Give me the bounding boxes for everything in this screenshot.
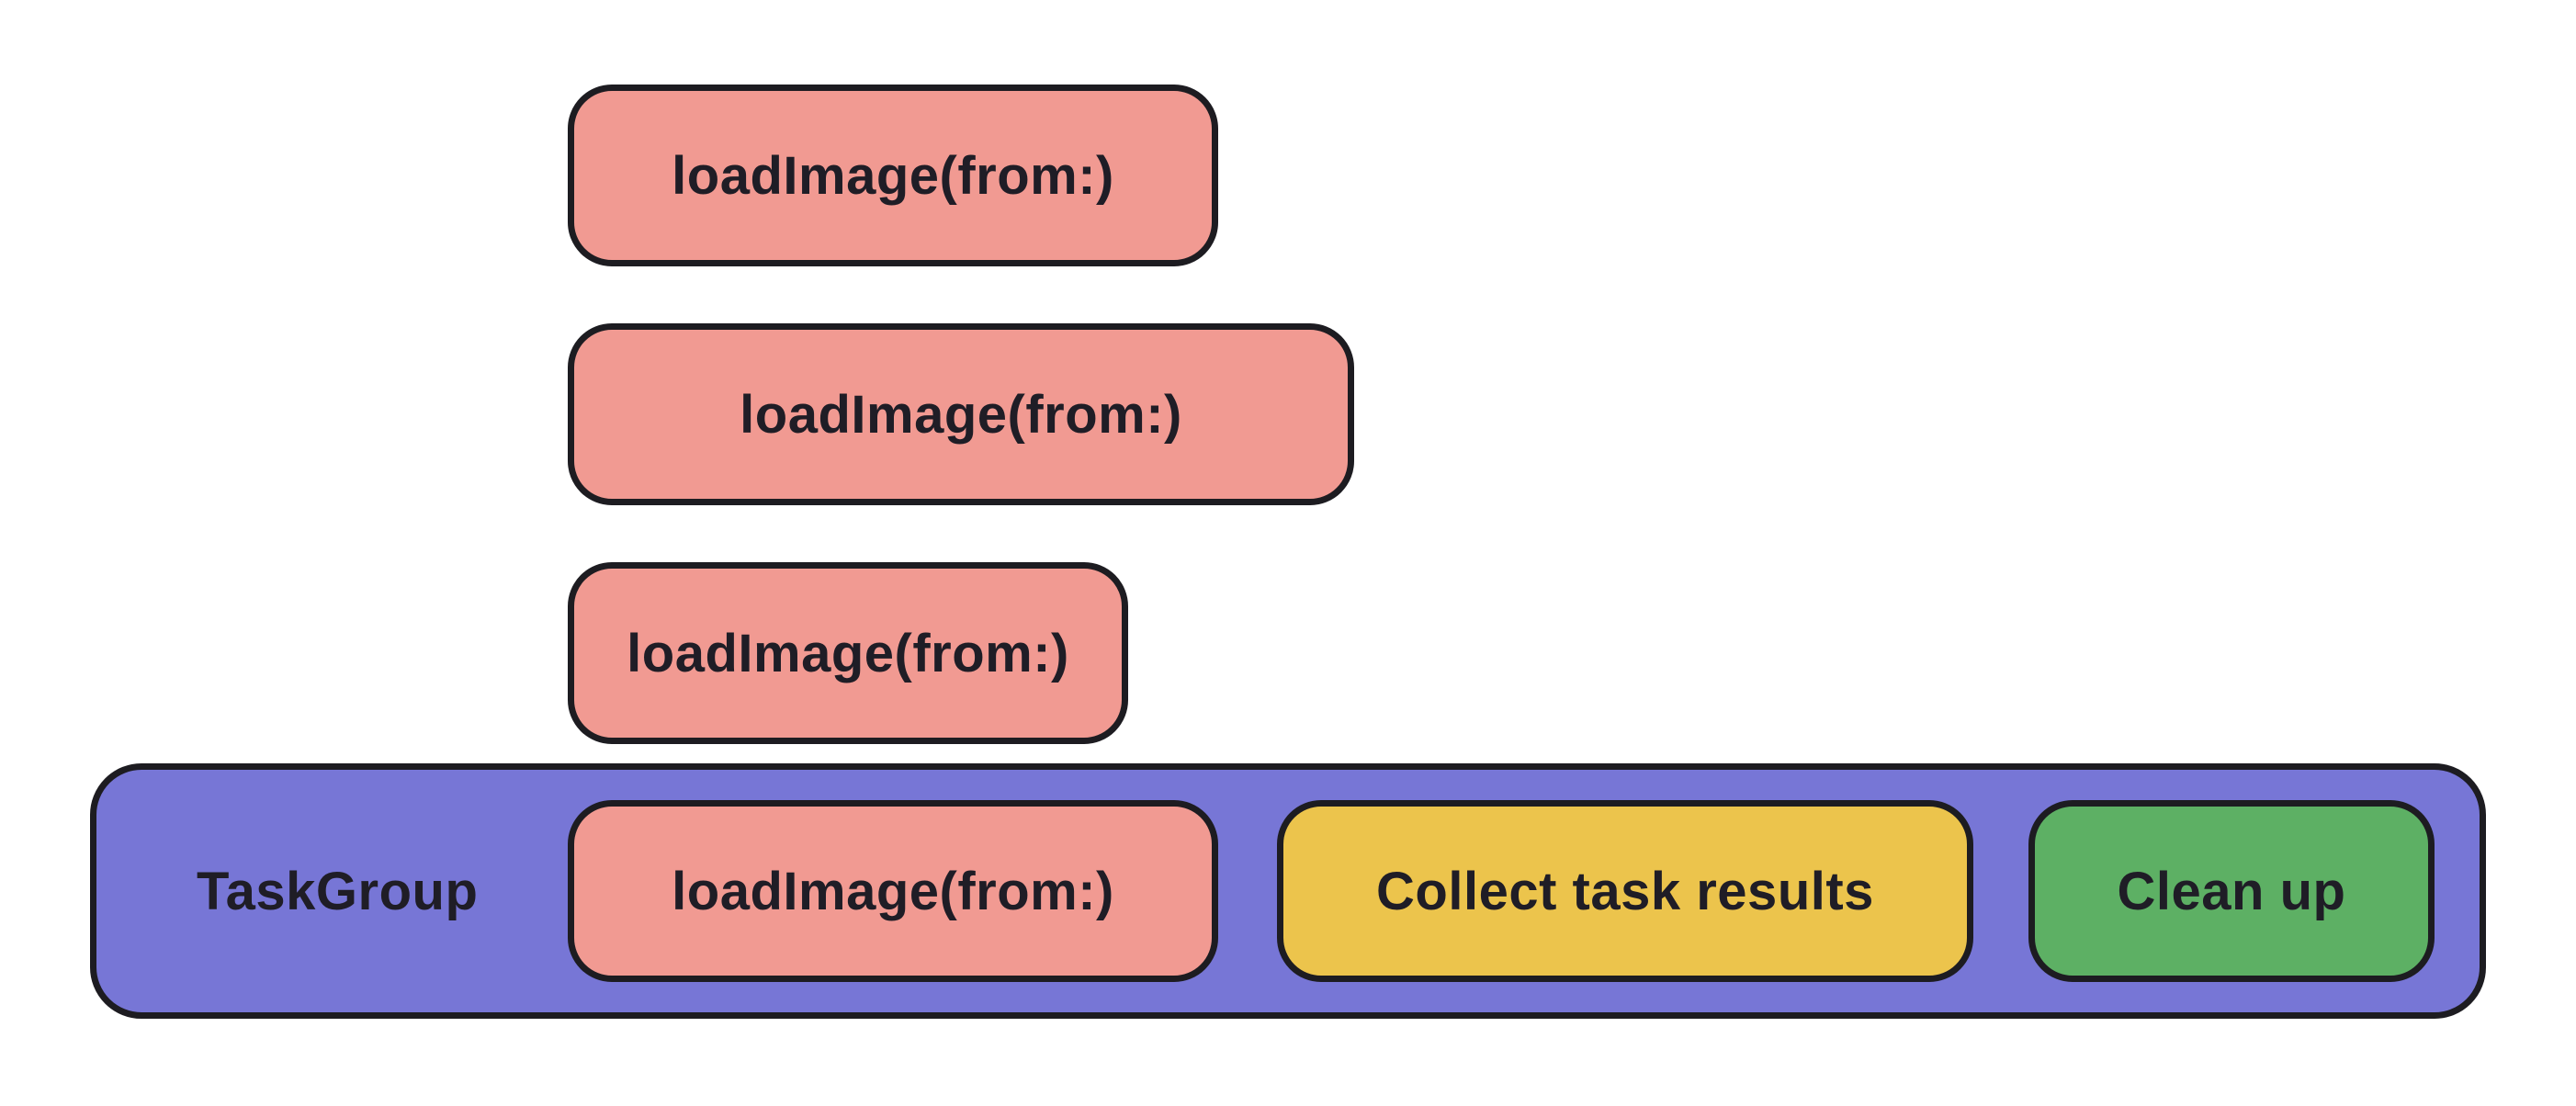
clean-up-step: Clean up [2028,800,2435,982]
load-image-task-3: loadImage(from:) [568,562,1128,744]
clean-up-label: Clean up [2117,861,2346,921]
load-image-task-2-label: loadImage(from:) [740,384,1182,445]
load-image-task-2: loadImage(from:) [568,323,1354,505]
load-image-task-in-group-label: loadImage(from:) [672,861,1114,921]
collect-results-step: Collect task results [1277,800,1973,982]
collect-results-label: Collect task results [1376,861,1874,921]
task-group-label: TaskGroup [197,862,479,921]
load-image-task-1: loadImage(from:) [568,85,1218,266]
load-image-task-3-label: loadImage(from:) [627,623,1069,683]
load-image-task-in-group: loadImage(from:) [568,800,1218,982]
load-image-task-1-label: loadImage(from:) [672,145,1114,206]
